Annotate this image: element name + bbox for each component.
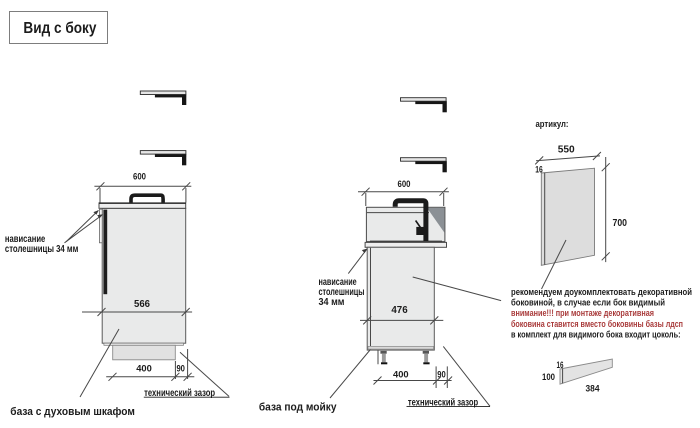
svg-text:16: 16 xyxy=(535,164,543,174)
svg-text:400: 400 xyxy=(393,369,409,380)
svg-text:внимание!!! при монтаже декора: внимание!!! при монтаже декоративная xyxy=(511,308,654,318)
svg-text:нависание: нависание xyxy=(5,234,46,245)
svg-text:столешницы 34 мм: столешницы 34 мм xyxy=(5,244,79,255)
svg-text:технический зазор: технический зазор xyxy=(144,388,215,399)
svg-text:384: 384 xyxy=(586,383,601,394)
svg-text:566: 566 xyxy=(134,298,150,310)
svg-text:боковиной, в случае если бок в: боковиной, в случае если бок видимый xyxy=(511,298,665,308)
svg-text:Вид с боку: Вид с боку xyxy=(23,20,96,37)
svg-text:90: 90 xyxy=(176,363,185,374)
svg-text:рекомендуем доукомплектовать д: рекомендуем доукомплектовать декоративно… xyxy=(511,287,692,297)
svg-text:700: 700 xyxy=(613,217,628,229)
svg-text:550: 550 xyxy=(558,144,575,156)
svg-text:400: 400 xyxy=(136,363,152,374)
svg-text:столешницы: столешницы xyxy=(319,287,365,298)
svg-text:600: 600 xyxy=(398,179,411,189)
svg-text:база с духовым шкафом: база с духовым шкафом xyxy=(10,406,135,418)
svg-text:100: 100 xyxy=(542,372,555,383)
svg-text:артикул:: артикул: xyxy=(536,119,569,129)
svg-text:90: 90 xyxy=(437,369,446,380)
svg-text:база под мойку: база под мойку xyxy=(259,401,337,413)
svg-text:технический зазор: технический зазор xyxy=(408,397,478,408)
svg-text:16: 16 xyxy=(557,360,564,370)
svg-text:боковина ставится вместо боков: боковина ставится вместо боковины базы л… xyxy=(511,319,683,329)
svg-text:в комплект для видимого бока в: в комплект для видимого бока входит цоко… xyxy=(511,329,681,339)
svg-text:600: 600 xyxy=(133,172,146,182)
svg-text:476: 476 xyxy=(391,304,407,316)
svg-text:34 мм: 34 мм xyxy=(319,297,345,308)
svg-text:нависание: нависание xyxy=(319,277,358,288)
